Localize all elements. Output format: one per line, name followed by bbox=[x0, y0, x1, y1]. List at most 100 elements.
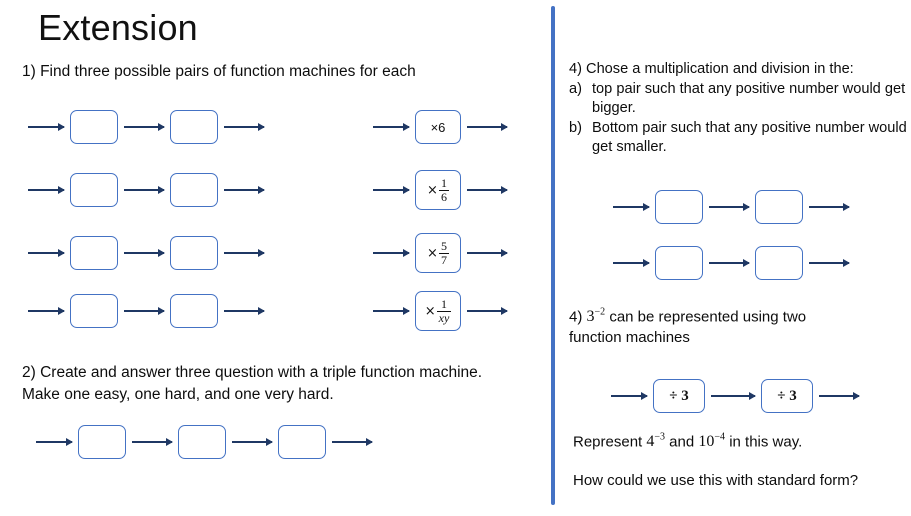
pair-machine-row-1 bbox=[613, 190, 849, 224]
operation-row-2: × 1 6 bbox=[373, 170, 507, 210]
operation-label: ×6 bbox=[430, 119, 446, 135]
arrow-out-icon bbox=[467, 310, 507, 312]
fraction-numerator: 5 bbox=[440, 239, 447, 253]
power-base: 3 bbox=[586, 308, 595, 326]
arrow-in-icon bbox=[28, 252, 64, 254]
operation-label: ÷ 3 bbox=[669, 387, 689, 404]
represent-suffix: in this way. bbox=[725, 433, 803, 451]
arrow-out-icon bbox=[224, 252, 264, 254]
arrow-in-icon bbox=[613, 206, 649, 208]
blank-machine-box[interactable] bbox=[170, 110, 218, 144]
left-panel: Extension 1) Find three possible pairs o… bbox=[0, 0, 551, 516]
fraction: 1 xy bbox=[436, 297, 452, 325]
arrow-in-icon bbox=[373, 252, 409, 254]
triple-machine-row bbox=[36, 425, 372, 459]
operation-box[interactable]: × 1 xy bbox=[415, 291, 461, 331]
blank-machine-box[interactable] bbox=[655, 246, 703, 280]
machine-row-1 bbox=[28, 110, 264, 144]
operation-box[interactable]: ÷ 3 bbox=[761, 379, 813, 413]
question-4b-suffix: can be represented using two bbox=[605, 308, 807, 326]
fraction-denominator: 6 bbox=[438, 190, 449, 204]
power-exponent: −3 bbox=[654, 432, 666, 443]
blank-machine-box[interactable] bbox=[70, 236, 118, 270]
vertical-divider bbox=[551, 6, 555, 505]
operation-label: ÷ 3 bbox=[777, 387, 797, 404]
power-exponent: −4 bbox=[714, 432, 726, 443]
power-expression: 10−4 bbox=[698, 432, 726, 451]
blank-machine-box[interactable] bbox=[170, 173, 218, 207]
blank-machine-box[interactable] bbox=[655, 190, 703, 224]
machine-row-4 bbox=[28, 294, 264, 328]
arrow-mid-icon bbox=[124, 189, 164, 191]
blank-machine-box[interactable] bbox=[178, 425, 226, 459]
question-2-line-1: 2) Create and answer three question with… bbox=[22, 364, 483, 381]
question-4b-text: 4) 3−2 can be represented using two func… bbox=[569, 306, 899, 349]
question-4-block: 4) Chose a multiplication and division i… bbox=[569, 60, 909, 158]
question-2-text: 2) Create and answer three question with… bbox=[22, 362, 537, 406]
arrow-out-icon bbox=[332, 441, 372, 443]
multiply-symbol: × bbox=[424, 303, 436, 319]
arrow-mid-icon bbox=[711, 395, 755, 397]
blank-machine-box[interactable] bbox=[70, 173, 118, 207]
fraction-numerator: 1 bbox=[440, 297, 447, 311]
arrow-mid-icon bbox=[709, 206, 749, 208]
blank-machine-box[interactable] bbox=[70, 110, 118, 144]
arrow-in-icon bbox=[28, 310, 64, 312]
operation-row-1: ×6 bbox=[373, 110, 507, 144]
question-1-text: 1) Find three possible pairs of function… bbox=[22, 63, 416, 80]
list-item-text: top pair such that any positive number w… bbox=[592, 80, 906, 117]
arrow-in-icon bbox=[373, 126, 409, 128]
pair-machine-row-2 bbox=[613, 246, 849, 280]
list-item: b) Bottom pair such that any positive nu… bbox=[569, 119, 909, 158]
arrow-in-icon bbox=[373, 189, 409, 191]
arrow-out-icon bbox=[224, 310, 264, 312]
question-2-line-2: Make one easy, one hard, and one very ha… bbox=[22, 386, 334, 403]
arrow-in-icon bbox=[373, 310, 409, 312]
arrow-out-icon bbox=[809, 262, 849, 264]
arrow-mid-icon bbox=[124, 310, 164, 312]
represent-mid: and bbox=[665, 433, 699, 451]
blank-machine-box[interactable] bbox=[70, 294, 118, 328]
list-item-text: Bottom pair such that any positive numbe… bbox=[592, 119, 907, 156]
question-4b-prefix: 4) bbox=[569, 308, 587, 326]
blank-machine-box[interactable] bbox=[755, 246, 803, 280]
question-4-lead: 4) Chose a multiplication and division i… bbox=[569, 61, 854, 77]
standard-form-question: How could we use this with standard form… bbox=[573, 472, 859, 489]
arrow-in-icon bbox=[36, 441, 72, 443]
operation-box[interactable]: × 5 7 bbox=[415, 233, 461, 273]
blank-machine-box[interactable] bbox=[78, 425, 126, 459]
blank-machine-box[interactable] bbox=[170, 236, 218, 270]
multiply-symbol: × bbox=[427, 182, 438, 198]
blank-machine-box[interactable] bbox=[278, 425, 326, 459]
blank-machine-box[interactable] bbox=[755, 190, 803, 224]
arrow-out-icon bbox=[819, 395, 859, 397]
arrow-out-icon bbox=[224, 126, 264, 128]
blank-machine-box[interactable] bbox=[170, 294, 218, 328]
power-base: 4 bbox=[646, 433, 655, 451]
question-4-sublist: a) top pair such that any positive numbe… bbox=[569, 80, 909, 158]
question-4b-line-2: function machines bbox=[569, 329, 690, 347]
fraction: 1 6 bbox=[438, 176, 449, 204]
power-base: 10 bbox=[698, 433, 715, 451]
fraction-denominator: xy bbox=[436, 311, 452, 325]
machine-row-3 bbox=[28, 236, 264, 270]
operation-row-4: × 1 xy bbox=[373, 291, 507, 331]
represent-prefix: Represent bbox=[573, 433, 647, 451]
arrow-mid-icon bbox=[124, 252, 164, 254]
operation-box[interactable]: ÷ 3 bbox=[653, 379, 705, 413]
arrow-in-icon bbox=[28, 189, 64, 191]
multiply-symbol: × bbox=[427, 245, 438, 261]
list-item: a) top pair such that any positive numbe… bbox=[569, 80, 909, 119]
operation-box[interactable]: ×6 bbox=[415, 110, 461, 144]
power-expression: 3−2 bbox=[586, 307, 606, 326]
arrow-mid-icon bbox=[132, 441, 172, 443]
arrow-mid-icon bbox=[232, 441, 272, 443]
operation-box[interactable]: × 1 6 bbox=[415, 170, 461, 210]
power-expression: 4−3 bbox=[646, 432, 666, 451]
arrow-out-icon bbox=[467, 189, 507, 191]
arrow-mid-icon bbox=[709, 262, 749, 264]
arrow-in-icon bbox=[613, 262, 649, 264]
page-title: Extension bbox=[38, 7, 198, 48]
fraction-numerator: 1 bbox=[440, 176, 447, 190]
